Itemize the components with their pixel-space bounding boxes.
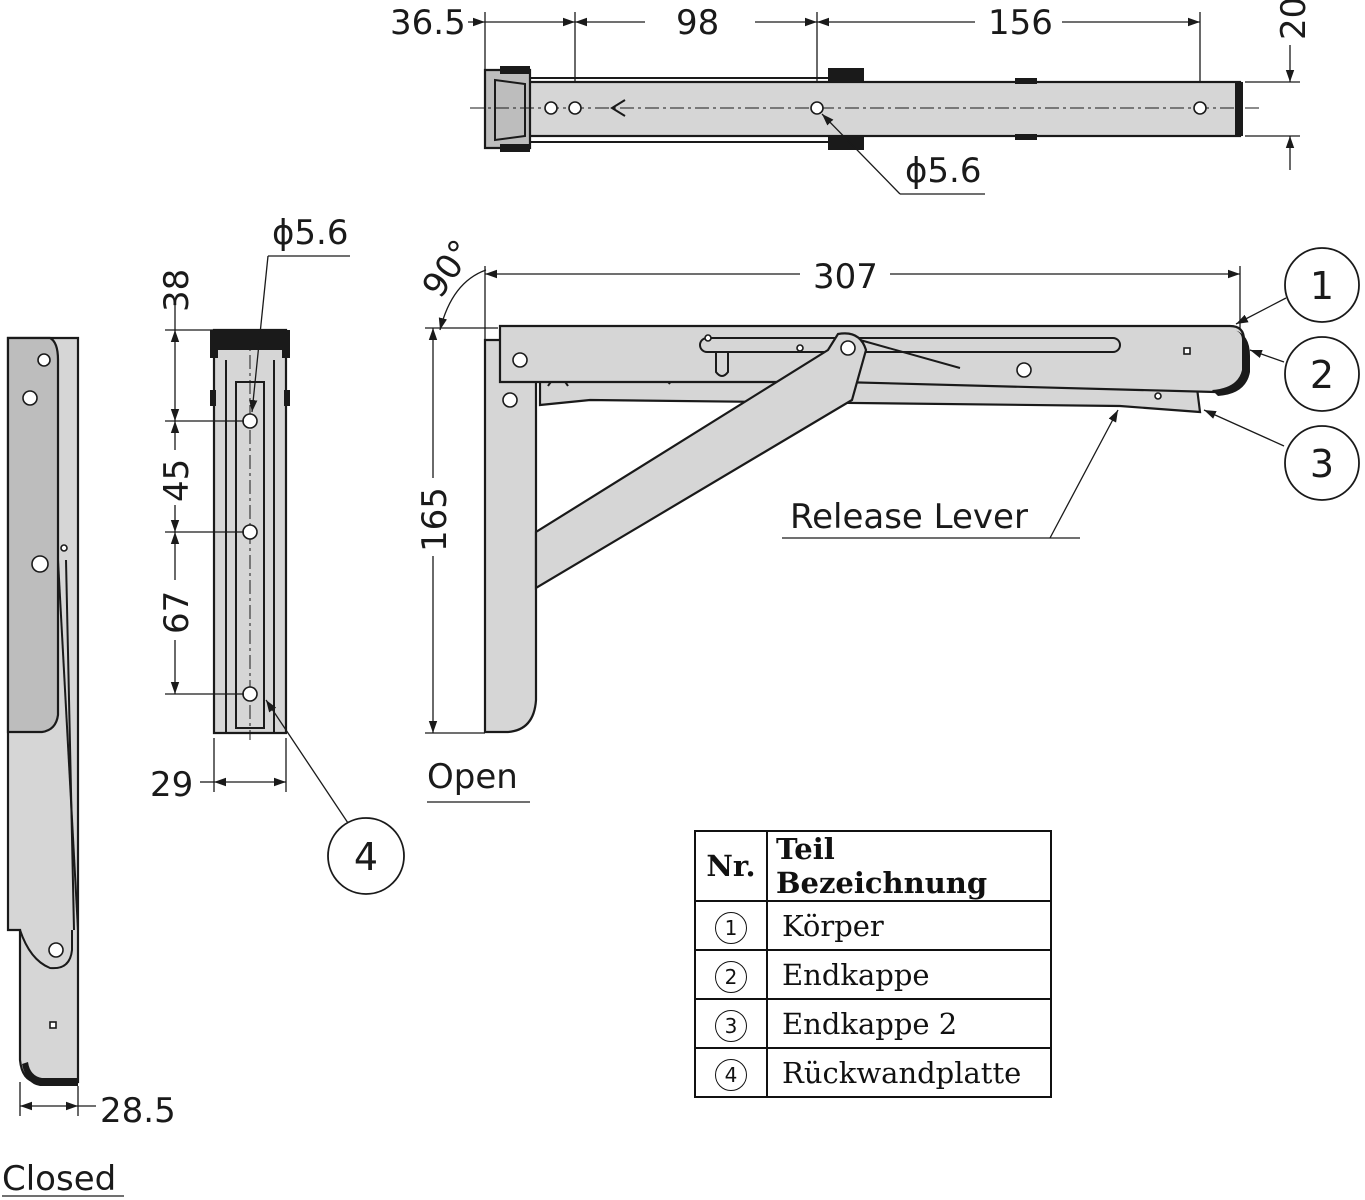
dim-36-5: 36.5 (390, 3, 466, 43)
table-row: 2 Endkappe (694, 949, 1052, 1000)
table-row: 4 Rückwandplatte (694, 1047, 1052, 1098)
release-lever-label: Release Lever (790, 497, 1028, 537)
back-plate-view: 38 45 67 ϕ5.6 29 (150, 213, 351, 827)
header-nr: Nr. (694, 830, 768, 902)
part-number-badge: 1 (715, 911, 747, 944)
dim-165: 165 (415, 487, 455, 552)
dim-38: 38 (157, 269, 197, 312)
top-hole-diameter: ϕ5.6 (905, 151, 982, 191)
header-name: Teil Bezeichnung (766, 830, 1052, 902)
dim-45: 45 (157, 459, 197, 502)
part-name: Endkappe 2 (766, 998, 1052, 1049)
parts-table: Nr. Teil Bezeichnung 1 Körper 2 Endkappe… (694, 830, 1052, 1098)
callout-4: 4 (327, 817, 405, 895)
top-view: 36.5 98 156 20 ϕ5.6 (390, 0, 1314, 195)
table-row: 3 Endkappe 2 (694, 998, 1052, 1049)
open-view: 307 90° 165 Release Lever Open (415, 233, 1287, 803)
svg-text:3: 3 (1310, 442, 1334, 486)
closed-label: Closed (2, 1159, 116, 1199)
dim-307: 307 (813, 257, 878, 297)
table-row: 1 Körper (694, 900, 1052, 951)
callout-2: 2 (1284, 336, 1360, 412)
svg-text:4: 4 (354, 835, 378, 879)
closed-view: 28.5 Closed (2, 336, 176, 1199)
dim-67: 67 (157, 591, 197, 634)
part-number-badge: 3 (715, 1009, 747, 1042)
callout-3: 3 (1284, 425, 1360, 501)
dim-98: 98 (676, 3, 719, 43)
table-header-row: Nr. Teil Bezeichnung (694, 830, 1052, 902)
part-name: Rückwandplatte (766, 1047, 1052, 1098)
dim-20: 20 (1274, 0, 1314, 40)
part-number-badge: 2 (715, 960, 747, 993)
svg-text:1: 1 (1310, 264, 1334, 308)
angle-90: 90° (415, 233, 482, 305)
dim-28-5: 28.5 (100, 1091, 176, 1131)
plate-hole-diameter: ϕ5.6 (272, 213, 349, 253)
svg-text:2: 2 (1310, 353, 1334, 397)
callout-1: 1 (1284, 247, 1360, 323)
part-number-badge: 4 (715, 1058, 747, 1091)
part-name: Endkappe (766, 949, 1052, 1000)
part-name: Körper (766, 900, 1052, 951)
dim-156: 156 (988, 3, 1053, 43)
dim-29: 29 (150, 765, 193, 805)
open-label: Open (427, 757, 518, 797)
